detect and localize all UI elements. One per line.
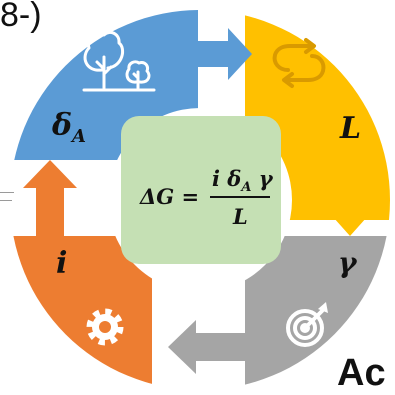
text-fragment-top: 8-) <box>0 0 42 34</box>
formula-lhs: ΔG = <box>139 184 199 209</box>
formula-numerator: i δA γ <box>212 166 274 195</box>
text-fragment-bottom: Ac <box>337 352 386 394</box>
symbol-gamma: γ <box>338 246 358 279</box>
divider-line <box>0 192 14 193</box>
trees-icon <box>82 30 156 92</box>
target-icon <box>286 302 328 347</box>
arrow-orange-to-blue <box>23 160 77 236</box>
divider-line <box>0 200 12 201</box>
gear-icon <box>86 308 124 346</box>
arrow-yellow-to-gray <box>325 180 375 236</box>
cycle-arrows-icon <box>272 38 326 88</box>
quadrant-bottom-left <box>13 236 152 384</box>
quadrant-bottom-right <box>245 236 387 385</box>
symbol-i: i <box>56 246 67 281</box>
symbol-l: L <box>339 111 361 146</box>
symbol-delta-a: δA <box>51 108 86 147</box>
formula-denominator: L <box>232 204 248 229</box>
arrow-gray-to-orange <box>168 320 245 374</box>
arrow-blue-to-yellow <box>198 28 252 80</box>
formula-box <box>121 116 281 264</box>
